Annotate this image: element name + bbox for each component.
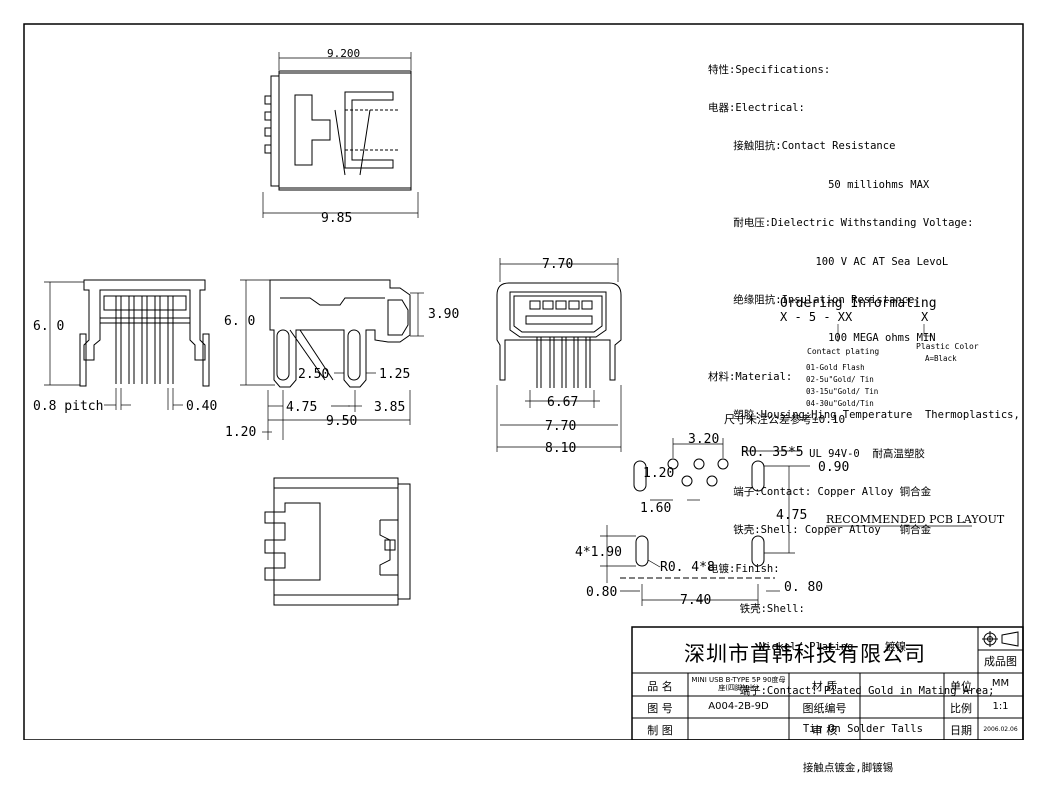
dim-pcb-475: 4.75 [776, 508, 807, 523]
row2-label2: 图纸编号 [802, 702, 847, 715]
drawing-sheet: 9.200 9.85 6. 0 0.8 pitch 0.40 [23, 23, 1024, 774]
spec-line: 100 V AC AT Sea LevoL [708, 255, 949, 268]
row1-label3: 单位 [950, 680, 972, 693]
dim-pcb-740: 7.40 [680, 593, 711, 608]
dim-pcb-120: 1.20 [643, 466, 674, 481]
product-label: 成品图 [984, 655, 1017, 668]
side-view [269, 279, 411, 388]
spec-line: 绝缘阻抗:Insulation Resistance: [708, 293, 921, 306]
pcb-layout [620, 458, 775, 579]
technical-drawing: 9.200 9.85 6. 0 0.8 pitch 0.40 [23, 23, 1024, 740]
spec-line: 电镀:Finish: [708, 562, 780, 575]
dim-side-475: 4.75 [286, 400, 317, 415]
spec-line: 电器:Electrical: [708, 101, 805, 114]
dim-pcb-090: 0.90 [818, 460, 849, 475]
pcb-layout-title: RECOMMENDED PCB LAYOUT [826, 513, 1005, 526]
tolerance-note: 尺寸未注公差参考±0.10 [724, 412, 845, 426]
contact-plating-label: Contact plating [807, 347, 879, 356]
dim-side-height: 6. 0 [224, 314, 255, 329]
dim-top-985: 9.85 [321, 211, 352, 226]
dim-end-770-top: 7.70 [542, 257, 573, 272]
spec-line: 端子:Contact: Piated Gold in Mating Area; [708, 684, 995, 697]
spec-line: 100 MEGA ohms MIN [708, 332, 936, 345]
projection-symbol-icon [982, 631, 1019, 647]
front-view [79, 279, 210, 387]
dim-end-667: 6.67 [547, 395, 578, 410]
row2-value: A004-2B-9D [708, 701, 769, 712]
spec-line: 特性:Specifications: [708, 63, 831, 76]
dim-end-810: 8.10 [545, 441, 576, 456]
dim-side-950: 9.50 [326, 414, 357, 429]
row3-label3: 日期 [950, 724, 972, 737]
spec-line: 塑胶:Housing:Hing Temperature Thermoplasti… [708, 409, 1020, 422]
specifications-block: 特性:Specifications: 电器:Electrical: 接触阻抗:C… [708, 38, 1020, 787]
dim-pcb-r04: R0. 4*8 [660, 560, 715, 575]
ordering-leaders [837, 324, 933, 342]
top-view-dims [262, 52, 419, 218]
plating-option-2: 02-5u"Gold/ Tin [806, 375, 874, 384]
end-view-dims [496, 258, 622, 452]
spec-line: 端子:Contact: Copper Alloy 铜合金 [708, 485, 932, 498]
spec-line: 铁壳:Shell: [708, 603, 805, 616]
sheet-border [23, 23, 1024, 740]
plastic-color-label: Plastic Color [916, 342, 979, 351]
dim-pcb-190: 4*1.90 [575, 545, 622, 560]
plating-option-4: 04-30u"Gold/Tin [806, 399, 874, 408]
dim-pcb-080-right: 0. 80 [784, 580, 823, 595]
ordering-title: Ordering Informating [780, 296, 937, 311]
dim-end-770-mid: 7.70 [545, 419, 576, 434]
top-view [264, 70, 412, 191]
pcb-dims [600, 438, 810, 606]
dim-top-9200: 9.200 [327, 47, 360, 60]
bottom-view [264, 477, 411, 606]
front-view-dims [44, 281, 183, 410]
spec-line: Tin On Solder Talls [708, 723, 923, 736]
title-block-grid [631, 626, 1024, 740]
row1-label: 品 名 [647, 680, 673, 693]
dim-side-120: 1.20 [225, 425, 256, 440]
dim-side-390: 3.90 [428, 307, 459, 322]
row3-value3: 2006.02.06 [983, 726, 1018, 733]
side-view-dims [240, 279, 424, 440]
dim-side-250: 2.50 [298, 367, 329, 382]
dim-front-pitch: 0.8 pitch [33, 399, 103, 414]
company-name: 深圳市首韩科技有限公司 [684, 642, 926, 666]
row3-label: 制 图 [647, 724, 673, 737]
spec-line: 接触阻抗:Contact Resistance [708, 140, 896, 153]
end-view [496, 282, 622, 388]
row1-label2: 材 质 [811, 680, 838, 693]
dim-pcb-160: 1.60 [640, 501, 671, 516]
spec-line: 铁壳:Shell: Copper Alloy 铜合金 [708, 524, 932, 537]
dim-side-125: 1.25 [379, 367, 410, 382]
ordering-suffix: X [921, 310, 929, 324]
spec-line: UL 94V-0 耐高温塑胶 [708, 447, 925, 460]
dim-pcb-320: 3.20 [688, 432, 719, 447]
row2-value3: 1:1 [992, 701, 1009, 712]
dim-side-385: 3.85 [374, 400, 405, 415]
dim-front-pin: 0.40 [186, 399, 217, 414]
dim-pcb-080-left: 0.80 [586, 585, 617, 600]
row3-label2: 审 核 [811, 724, 838, 737]
row1-value: MINI USB B-TYPE 5P 90度母座(四脚加长) [691, 676, 786, 692]
plastic-color-value: A=Black [925, 354, 957, 363]
spec-line: 50 milliohms MAX [708, 178, 930, 191]
spec-line: 耐电压:Dielectric Withstanding Voltage: [708, 217, 974, 230]
row1-value3: MM [991, 678, 1010, 689]
ordering-code: X - 5 - XX [780, 310, 853, 324]
row2-label3: 比例 [950, 702, 972, 715]
spec-line: Nickel/ Plating 镀镍 [708, 641, 907, 654]
row2-label: 图 号 [647, 702, 673, 715]
dim-pcb-r035: R0. 35*5 [741, 445, 804, 460]
spec-line: 接触点镀金,脚镀锡 [708, 761, 894, 774]
spec-line: 材料:Material: [708, 370, 793, 383]
dim-front-height: 6. 0 [33, 319, 64, 334]
plating-option-3: 03-15u"Gold/ Tin [806, 387, 878, 396]
plating-option-1: 01-Gold Flash [806, 363, 865, 372]
